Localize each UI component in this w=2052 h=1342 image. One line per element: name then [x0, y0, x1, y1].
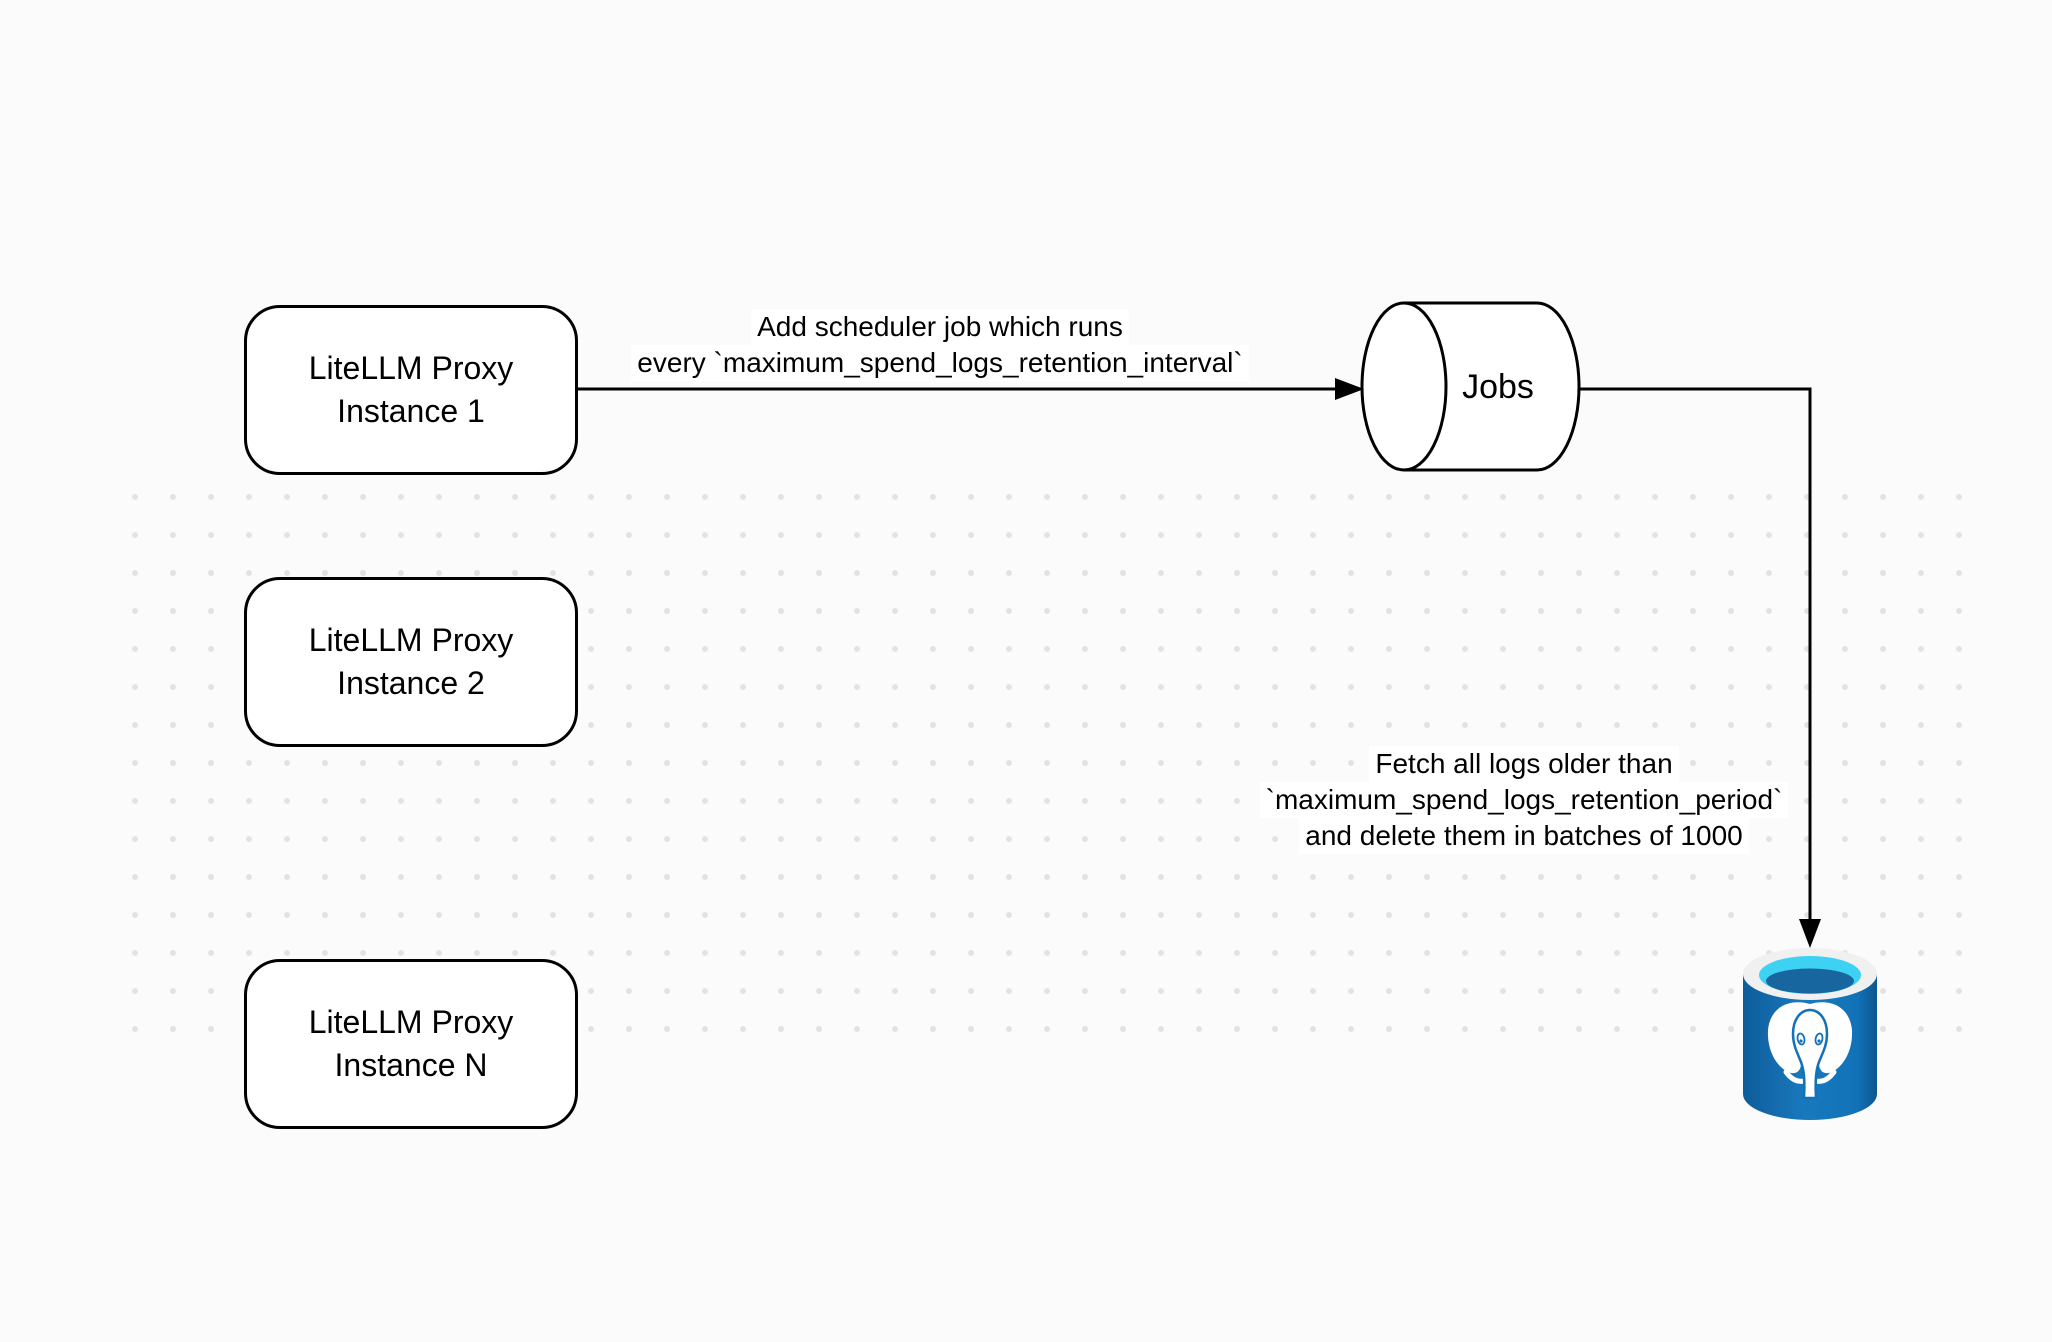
edge-label-line: Fetch all logs older than [1369, 746, 1679, 782]
scheduler-arrowhead-icon [1335, 378, 1364, 400]
node-label-line: LiteLLM Proxy [308, 622, 514, 658]
database-liquid [1766, 968, 1854, 994]
postgres-elephant-icon [1767, 1002, 1853, 1100]
jobs-queue-label: Jobs [1462, 368, 1534, 406]
postgresql-database-icon [1743, 948, 1877, 1120]
scheduler-edge-label: Add scheduler job which runs every `maxi… [440, 309, 1440, 381]
edge-label-line: `maximum_spend_logs_retention_period` [1259, 782, 1789, 818]
edge-label-line: every `maximum_spend_logs_retention_inte… [631, 345, 1249, 381]
node-litellm-proxy-instance-1: LiteLLM Proxy Instance 1 [244, 305, 578, 475]
node-label-line: LiteLLM Proxy [308, 1004, 514, 1040]
node-litellm-proxy-instance-n: LiteLLM Proxy Instance N [244, 959, 578, 1129]
node-litellm-proxy-instance-2: LiteLLM Proxy Instance 2 [244, 577, 578, 747]
node-label-line: Instance N [334, 1047, 488, 1083]
node-label-line: Instance 1 [337, 393, 485, 429]
node-label-line: Instance 2 [337, 665, 485, 701]
edge-label-line: Add scheduler job which runs [751, 309, 1129, 345]
edge-label-line: and delete them in batches of 1000 [1299, 818, 1749, 854]
jobs-queue-shape [1360, 301, 1581, 472]
node-label-line: LiteLLM Proxy [308, 350, 514, 386]
delete-arrow-line [1580, 387, 1812, 920]
delete-arrowhead-icon [1799, 919, 1821, 948]
delete-edge-label: Fetch all logs older than `maximum_spend… [1194, 746, 1854, 854]
